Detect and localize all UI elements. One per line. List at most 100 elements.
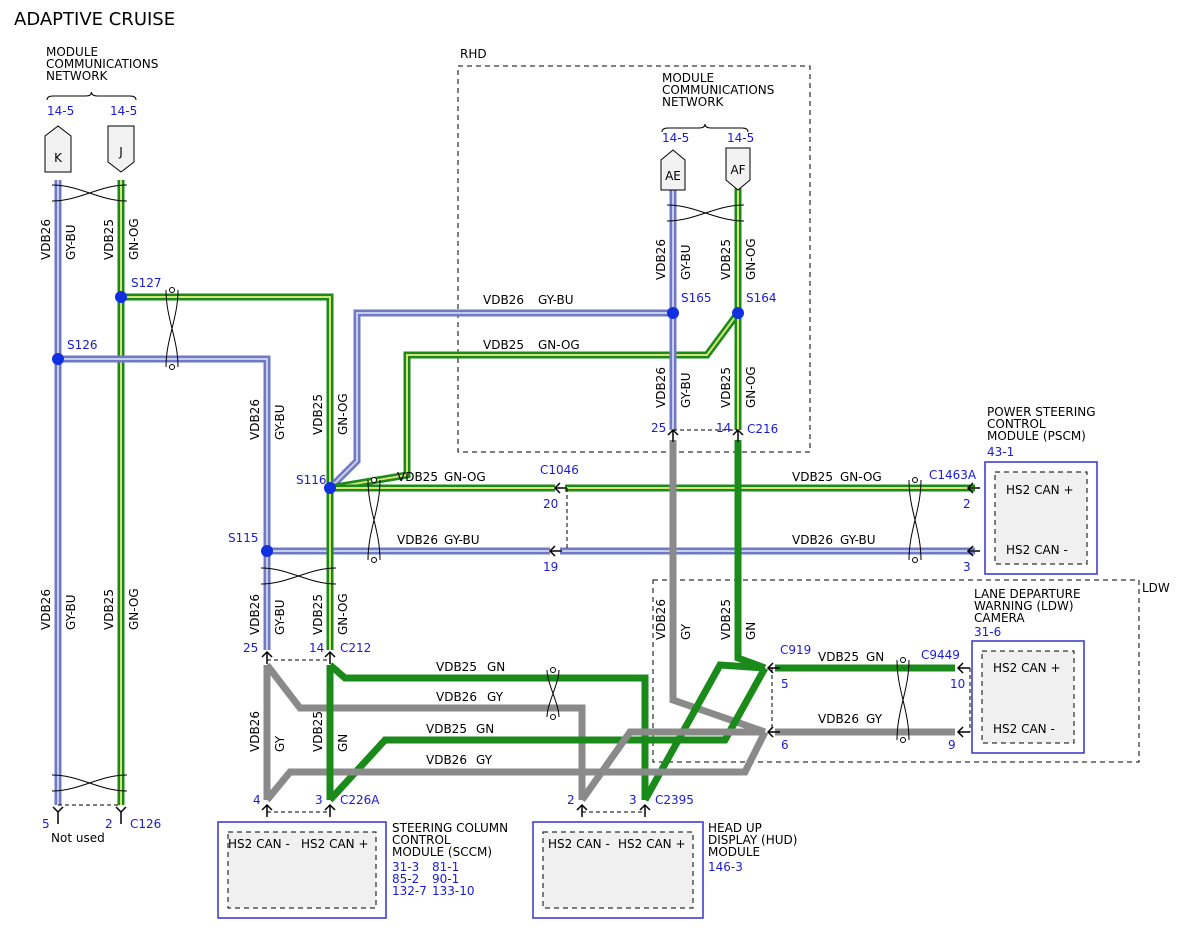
module-sccm: [217, 821, 387, 919]
pin-c1463a-3: 3: [963, 560, 971, 574]
c919-pin6-arrow: [766, 726, 780, 738]
pin-c1463a-2: 2: [963, 497, 971, 511]
label-gnog-j: GN-OG: [127, 218, 141, 260]
c216-pin14-arrow: [732, 428, 744, 442]
wire-s126-to-s115: [58, 355, 271, 551]
connector-label-c919: C919: [780, 643, 811, 657]
twist-pscm: [908, 477, 922, 563]
splice-s115: [261, 545, 273, 557]
label-vdb26-s165-h: VDB26: [483, 293, 524, 307]
pin-c2395-2: 2: [567, 793, 575, 807]
pin-c919-6: 6: [781, 738, 789, 752]
c126-pin5-arrow: [52, 806, 64, 824]
label-gybu-s165: GY-BU: [679, 372, 693, 408]
splice-label-s115: S115: [228, 531, 259, 545]
connector-tag-ae: [660, 149, 686, 191]
pscm-name-0: POWER STEERING: [987, 405, 1096, 419]
label-vdb25-c216-lower: VDB25: [719, 599, 733, 640]
connector-tag-ae-label: AE: [665, 169, 681, 183]
label-gnog-s116-h: GN-OG: [444, 470, 486, 484]
label-vdb26-c226a: VDB26: [248, 711, 262, 752]
wire-s165-to-s116: [327, 309, 673, 491]
c919-pin5-arrow: [766, 662, 780, 674]
c1046-pin20-arrow: [553, 482, 567, 494]
page-ref-ae: 14-5: [662, 131, 689, 145]
splice-label-s127: S127: [131, 276, 162, 290]
wire-s164-to-s116: [329, 310, 741, 492]
ldw-ref: 31-6: [974, 625, 1001, 639]
connector-label-c1046: C1046: [540, 463, 579, 477]
connector-tag-af-label: AF: [730, 163, 745, 177]
label-vdb26-c216-lower: VDB26: [654, 599, 668, 640]
rhd-region: [457, 65, 811, 453]
twist-hud: [546, 667, 560, 720]
connector-label-c126: C126: [130, 817, 161, 831]
connector-tag-af: [725, 147, 751, 191]
label-vdb26-k-lower: VDB26: [39, 589, 53, 630]
label-vdb26-pscm-h: VDB26: [792, 533, 833, 547]
label-gy-c212-h: GY: [487, 690, 504, 704]
sccm-name-2: MODULE (SCCM): [392, 845, 492, 859]
label-gnog-s164: GN-OG: [744, 366, 758, 408]
pin-c919-5: 5: [781, 677, 789, 691]
hud-name-0: HEAD UP: [708, 821, 762, 835]
label-gybu-c212: GY-BU: [273, 599, 287, 635]
page-ref-j: 14-5: [110, 104, 137, 118]
twist-ae-af: [666, 204, 745, 222]
label-gn-c226a: GN: [336, 734, 350, 752]
brace-mcn-right: [661, 123, 749, 133]
pin-c212-14: 14: [309, 641, 324, 655]
label-gn-c216-lower: GN: [744, 622, 758, 640]
wire-s127-to-s116: [121, 293, 334, 488]
connector-label-c9449: C9449: [921, 648, 960, 662]
c2395-pin3-arrow: [639, 803, 651, 817]
splice-label-s126: S126: [67, 338, 98, 352]
label-gnog-af: GN-OG: [744, 238, 758, 280]
label-vdb26-s115: VDB26: [248, 399, 262, 440]
splice-s126: [52, 353, 64, 365]
label-vdb25-j: VDB25: [102, 219, 116, 260]
ldw-pin-plus: HS2 CAN +: [993, 661, 1061, 675]
sccm-name-1: CONTROL: [392, 833, 451, 847]
label-vdb25-af: VDB25: [719, 239, 733, 280]
label-gn-ldw: GN: [866, 650, 884, 664]
twist-s116-s115: [367, 477, 381, 563]
pin-c216-25: 25: [651, 421, 666, 435]
sccm-ref-1-b: 90-1: [432, 872, 459, 886]
mcn-right-line-0: MODULE: [662, 71, 714, 85]
label-gy-c216-lower: GY: [679, 623, 693, 640]
pin-c1046-20: 20: [543, 497, 558, 511]
splice-label-s165: S165: [681, 291, 712, 305]
label-vdb25-s116: VDB25: [311, 394, 325, 435]
label-vdb25-c212: VDB25: [311, 594, 325, 635]
label-vdb25-s164-h: VDB25: [483, 338, 524, 352]
pscm-pin-plus: HS2 CAN +: [1006, 483, 1074, 497]
connector-label-c2395: C2395: [655, 793, 694, 807]
twist-s127-s126: [165, 287, 179, 370]
label-vdb25-ldw: VDB25: [818, 650, 859, 664]
c126-pin2-arrow: [115, 806, 127, 824]
ldw-pin-minus: HS2 CAN -: [993, 722, 1055, 736]
c1046-pin19-arrow: [548, 545, 562, 557]
hud-name-2: MODULE: [708, 845, 760, 859]
connector-label-c226a: C226A: [340, 793, 380, 807]
c212-pin14-arrow: [324, 650, 336, 664]
label-vdb25-c226a: VDB25: [311, 711, 325, 752]
rhd-label: RHD: [460, 47, 487, 61]
label-gnog-s164-h: GN-OG: [538, 338, 580, 352]
label-gybu-s115-h: GY-BU: [444, 533, 480, 547]
sccm-ref-0-b: 81-1: [432, 860, 459, 874]
module-ldw: [971, 640, 1085, 754]
label-vdb26-k: VDB26: [39, 219, 53, 260]
pscm-ref: 43-1: [987, 445, 1014, 459]
connector-label-c1463a: C1463A: [929, 468, 977, 482]
pscm-pin-minus: HS2 CAN -: [1006, 543, 1068, 557]
hud-pin-plus: HS2 CAN +: [618, 837, 686, 851]
pin-c216-14: 14: [716, 421, 731, 435]
wire-c919-gn-to-c2395: [641, 661, 766, 802]
sccm-ref-1-a: 85-2: [392, 872, 419, 886]
splice-label-s164: S164: [746, 291, 777, 305]
ldw-label: LDW: [1142, 581, 1170, 595]
c226a-pin3-arrow: [324, 803, 336, 817]
label-gnog-s116: GN-OG: [336, 393, 350, 435]
